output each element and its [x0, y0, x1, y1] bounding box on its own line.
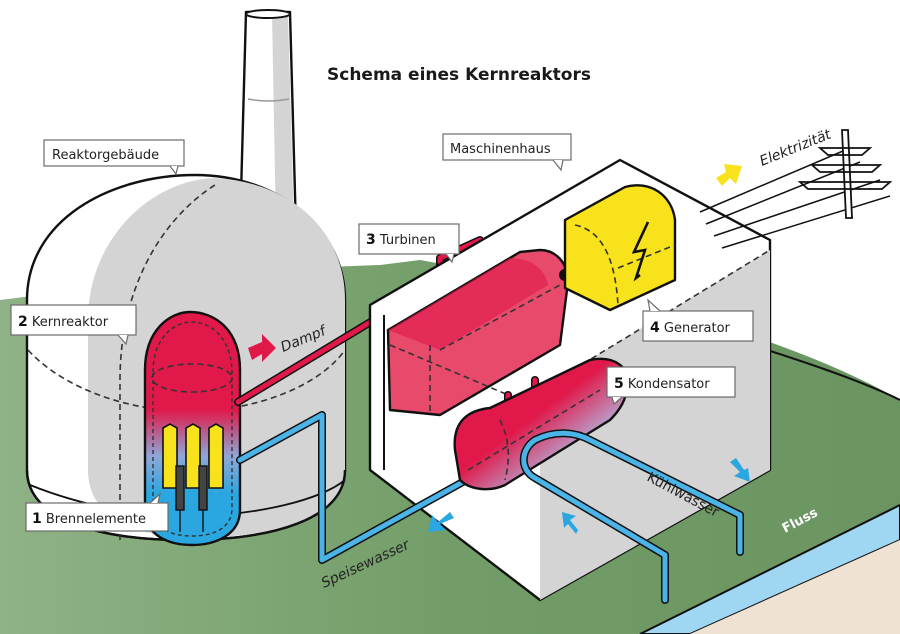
- chimney-ring: [247, 98, 290, 102]
- chimney-shade: [272, 14, 294, 228]
- cooling-pipe-fill: [521, 430, 743, 603]
- electricity-arrow-icon: [716, 164, 742, 186]
- svg-text:5 Kondensator: 5 Kondensator: [614, 376, 710, 392]
- svg-text:1 Brennelemente: 1 Brennelemente: [32, 511, 146, 527]
- river: [639, 503, 900, 634]
- svg-text:2 Kernreaktor: 2 Kernreaktor: [18, 314, 109, 330]
- flow-arrows: [248, 164, 750, 534]
- generator-body: [563, 184, 677, 312]
- fuel-rod: [208, 423, 224, 489]
- dome-hidden-line: [119, 184, 216, 540]
- label-fuel-elements: 1 Brennelemente: [25, 492, 169, 532]
- label-turbines: 3 Turbinen: [358, 223, 460, 264]
- steam-arrow-icon: [248, 334, 276, 362]
- cooling-outflow-arrow-icon: [730, 458, 750, 482]
- fuel-rod: [185, 423, 201, 489]
- feedwater-pipe: [236, 411, 474, 564]
- label-condenser: 5 Kondensator: [606, 366, 736, 406]
- power-pylon-icon: [797, 129, 893, 219]
- lightning-icon: [631, 221, 650, 282]
- svg-text:Reaktorgebäude: Reaktorgebäude: [52, 148, 159, 163]
- label-reactor-building: Reaktorgebäude: [43, 139, 185, 176]
- svg-text:3 Turbinen: 3 Turbinen: [366, 232, 436, 248]
- dome-hidden-ring: [27, 349, 346, 413]
- fuel-rod: [162, 423, 178, 489]
- chimney-top: [245, 9, 291, 19]
- diagram-title: Schema eines Kernreaktors: [327, 65, 591, 85]
- feedwater-arrow-icon: [428, 512, 454, 532]
- reactor-inner-ring: [151, 363, 233, 393]
- reactor-inner-wall: [152, 321, 233, 537]
- cooling-water-pipe: [519, 429, 744, 604]
- cooling-inflow-arrow-icon: [562, 512, 578, 534]
- label-reactor: 2 Kernreaktor: [10, 304, 137, 346]
- svg-text:4 Generator: 4 Generator: [650, 320, 731, 336]
- svg-text:Maschinenhaus: Maschinenhaus: [450, 142, 551, 157]
- river-bank-soil: [690, 540, 900, 634]
- label-generator: 4 Generator: [642, 298, 754, 342]
- label-machine-house: Maschinenhaus: [442, 133, 572, 172]
- generator: [563, 184, 677, 312]
- control-rod: [198, 465, 208, 511]
- feedwater-pipe-fill: [237, 412, 473, 563]
- fuel-elements: [162, 423, 224, 532]
- reactor-vessel: [143, 310, 242, 547]
- chimney: [238, 9, 298, 232]
- power-lines: [699, 129, 893, 249]
- control-rod: [175, 465, 185, 511]
